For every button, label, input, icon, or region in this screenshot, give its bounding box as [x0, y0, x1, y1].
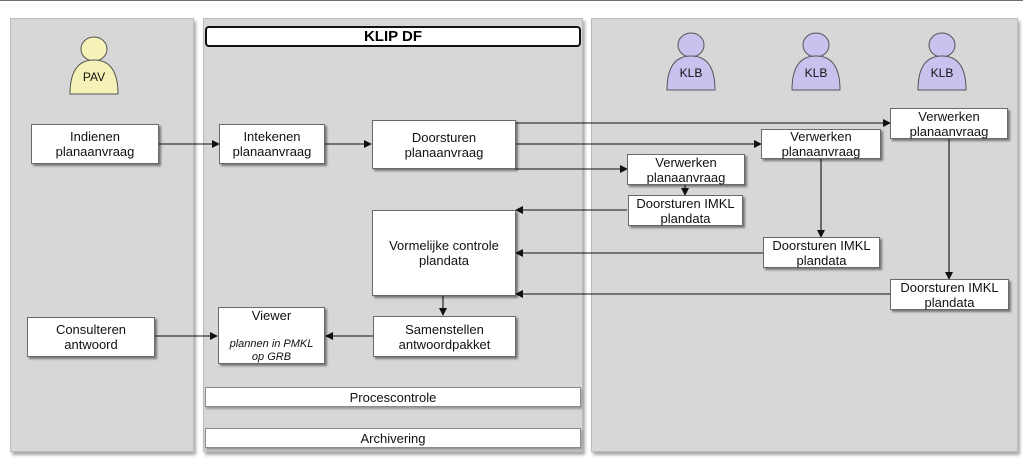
box-doorsturen-imkl-3: Doorsturen IMKL plandata [890, 279, 1009, 310]
person-icon [791, 32, 841, 91]
box-intekenen-label: Intekenen planaanvraag [232, 129, 312, 159]
box-doorsturen-planaanvraag: Doorsturen planaanvraag [372, 120, 516, 169]
actor-pav: PAV [66, 36, 122, 96]
box-samenstellen-label: Samenstellen antwoordpakket [398, 321, 491, 352]
box-indienen-planaanvraag: Indienen planaanvraag [31, 124, 159, 164]
actor-klb-3: KLB [914, 32, 970, 92]
box-samenstellen-antwoordpakket: Samenstellen antwoordpakket [373, 316, 516, 357]
klip-df-title: KLIP DF [205, 26, 581, 47]
box-imkl-1-label: Doorsturen IMKL plandata [636, 195, 735, 226]
person-icon [917, 32, 967, 91]
box-verwerken-planaanvraag-3: Verwerken planaanvraag [890, 108, 1008, 139]
actor-klb-2-label: KLB [804, 66, 828, 80]
box-vormelijke-controle: Vormelijke controle plandata [372, 210, 516, 296]
box-doorsturen-imkl-1: Doorsturen IMKL plandata [628, 195, 743, 226]
box-viewer-title: Viewer [251, 307, 292, 323]
archivering-bar: Archivering [205, 428, 581, 448]
box-viewer: Viewer plannen in PMKL op GRB [218, 307, 325, 364]
box-doorsturen-imkl-2: Doorsturen IMKL plandata [763, 237, 880, 268]
box-viewer-content: Viewer plannen in PMKL op GRB [230, 293, 314, 379]
actor-klb-2: KLB [788, 32, 844, 92]
actor-pav-label: PAV [82, 70, 106, 84]
actor-klb-1: KLB [663, 32, 719, 92]
box-verwerken-2-label: Verwerken planaanvraag [781, 129, 861, 159]
box-imkl-2-label: Doorsturen IMKL plandata [772, 237, 871, 268]
box-vormelijke-label: Vormelijke controle plandata [389, 238, 499, 268]
person-icon [69, 36, 119, 95]
person-icon [666, 32, 716, 91]
box-indienen-label: Indienen planaanvraag [55, 129, 135, 159]
box-consulteren-antwoord: Consulteren antwoord [27, 317, 155, 357]
box-imkl-3-label: Doorsturen IMKL plandata [900, 279, 999, 310]
box-verwerken-planaanvraag-2: Verwerken planaanvraag [761, 129, 881, 159]
box-verwerken-3-label: Verwerken planaanvraag [909, 108, 989, 139]
box-intekenen-planaanvraag: Intekenen planaanvraag [219, 124, 325, 164]
box-verwerken-1-label: Verwerken planaanvraag [646, 154, 726, 185]
box-consulteren-label: Consulteren antwoord [55, 322, 127, 352]
actor-klb-3-label: KLB [930, 66, 954, 80]
box-verwerken-planaanvraag-1: Verwerken planaanvraag [627, 154, 745, 185]
actor-klb-1-label: KLB [679, 66, 703, 80]
top-rule [0, 0, 1023, 1]
box-viewer-subtitle: plannen in PMKL op GRB [229, 337, 314, 363]
procescontrole-bar: Procescontrole [205, 387, 581, 407]
box-doorsturen-label: Doorsturen planaanvraag [404, 129, 484, 160]
